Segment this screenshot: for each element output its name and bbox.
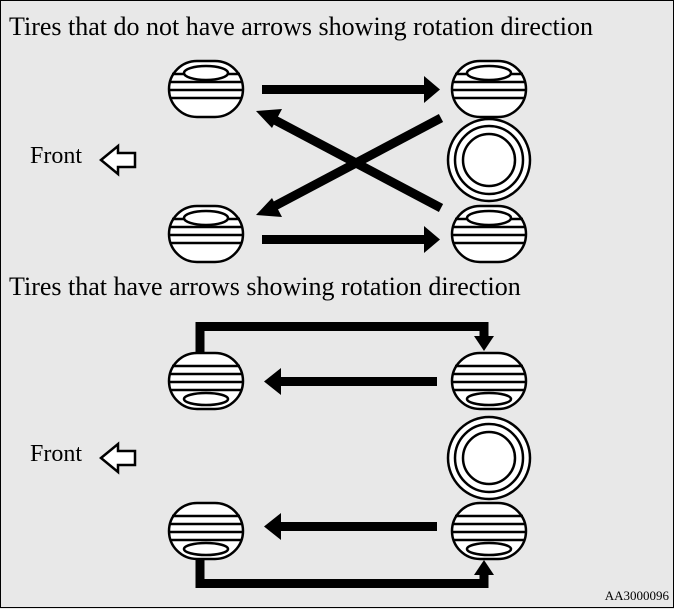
arrow-bottom-bracket: [195, 559, 494, 588]
tire-rear-right-1: [450, 204, 528, 264]
spare-tire-icon: [446, 117, 532, 203]
tire-rear-right-2: [450, 501, 528, 561]
arrow-top-front-to-rear: [262, 76, 440, 103]
spare-tire-icon-2: [446, 415, 532, 501]
arrow-middle-rear-to-front-top: [264, 368, 437, 395]
tire-rear-left-1: [450, 59, 528, 119]
arrow-bottom-front-to-rear: [262, 226, 440, 253]
front-arrow-icon: [99, 144, 137, 176]
front-label-1: Front: [30, 143, 83, 169]
front-arrow-icon-2: [99, 442, 137, 474]
tire-front-left-2: [167, 351, 245, 411]
front-label-2: Front: [30, 441, 83, 467]
figure-code: AA3000096: [604, 588, 669, 603]
section-title-with-arrows: Tires that have arrows showing rotation …: [9, 272, 521, 301]
arrow-cross-rear-right-to-front-left: [256, 109, 444, 212]
arrow-top-bracket: [195, 322, 494, 353]
arrow-middle-rear-to-front-bottom: [264, 513, 437, 540]
tire-front-right-1: [167, 204, 245, 264]
tire-front-right-2: [167, 501, 245, 561]
tire-front-left-1: [167, 59, 245, 119]
tire-rear-left-2: [450, 351, 528, 411]
arrow-cross-rear-left-to-front-right: [256, 114, 444, 217]
section-title-no-arrows: Tires that do not have arrows showing ro…: [9, 12, 593, 41]
